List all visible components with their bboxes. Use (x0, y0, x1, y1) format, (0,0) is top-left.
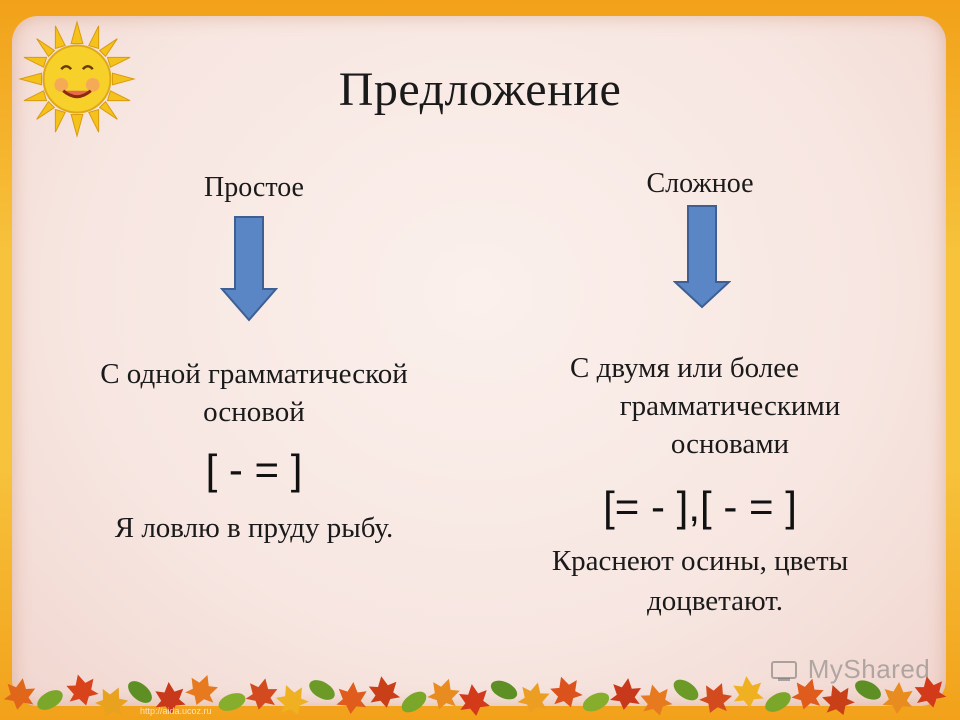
arrow-down-icon (673, 205, 731, 309)
simple-description-line-2: основой (203, 396, 305, 428)
complex-description: С двумя или более грамматическими основа… (530, 349, 890, 463)
simple-description-line-1: С одной грамматической (100, 358, 408, 390)
simple-description: С одной грамматической основой (44, 355, 464, 431)
simple-example: Я ловлю в пруду рыбу. (114, 512, 394, 544)
watermark-text: MyShared (807, 654, 931, 684)
sun-icon (18, 20, 136, 138)
arrow-down-icon (220, 216, 278, 322)
source-url: http://aida.ucoz.ru (140, 706, 212, 716)
complex-example-line-2: доцветают. (646, 585, 784, 617)
slide-panel (12, 16, 946, 706)
simple-formula: [ - = ] (205, 446, 303, 493)
watermark: MyShared (770, 654, 930, 685)
heading-simple: Простое (204, 172, 304, 203)
heading-complex: Сложное (646, 168, 754, 199)
complex-description-line-2: грамматическими (619, 390, 841, 422)
complex-example-line-1: Краснеют осины, цветы (551, 545, 849, 577)
watermark-logo-icon (771, 661, 797, 682)
slide-title: Предложение (338, 63, 622, 116)
complex-description-line-3: основами (670, 428, 790, 460)
complex-formula: [= - ],[ - = ] (603, 483, 797, 530)
complex-example: Краснеют осины, цветы доцветают. (510, 541, 890, 621)
complex-description-line-1: С двумя или более (570, 352, 799, 384)
